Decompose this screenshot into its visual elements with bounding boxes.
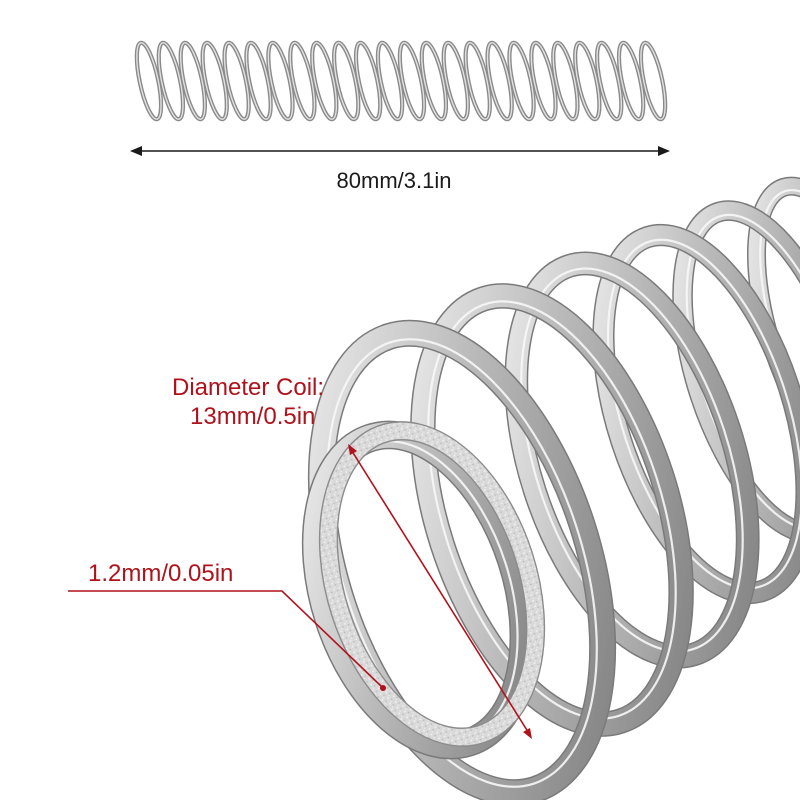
small-coil-highlight xyxy=(158,42,184,120)
small-coil-highlight xyxy=(399,42,425,120)
small-coil-highlight xyxy=(355,42,381,120)
closeup-coil xyxy=(673,201,800,543)
small-coil-highlight xyxy=(464,42,491,120)
closeup-coil xyxy=(593,225,800,603)
small-coil-highlight xyxy=(377,42,403,120)
ground-end-ring xyxy=(319,421,545,747)
wire-thickness-label: 1.2mm/0.05in xyxy=(88,560,234,587)
closeup-coil xyxy=(411,284,693,736)
closeup-coil-highlight xyxy=(520,267,744,653)
arrow-left-head xyxy=(130,146,142,156)
small-coil-highlight xyxy=(179,42,206,120)
small-coil-highlight xyxy=(267,42,294,120)
diameter-title-label: Diameter Coil: xyxy=(172,374,325,401)
small-coil-highlight xyxy=(333,42,360,120)
small-spring xyxy=(134,40,668,122)
ground-end-ring-outline xyxy=(318,421,546,747)
length-dimension-arrow xyxy=(130,146,670,156)
closeup-spring xyxy=(301,176,800,800)
small-coil-highlight xyxy=(223,42,250,120)
small-coil-highlight xyxy=(530,42,557,120)
small-coil-highlight xyxy=(486,42,513,120)
closeup-coil xyxy=(505,253,759,667)
small-coil-highlight xyxy=(618,42,644,120)
small-coil-highlight xyxy=(574,42,601,120)
small-coil-highlight xyxy=(442,42,469,120)
wire-leader-line xyxy=(68,590,386,691)
closeup-coil-highlight xyxy=(427,300,677,720)
small-coil-highlight xyxy=(596,42,623,120)
closeup-coil-highlight xyxy=(606,238,800,590)
length-label: 80mm/3.1in xyxy=(336,168,452,193)
small-coil-highlight xyxy=(201,42,228,120)
small-coil-highlight xyxy=(245,42,272,120)
closeup-coil-highlight xyxy=(326,338,598,788)
small-coil-highlight xyxy=(136,42,162,120)
diameter-dimension-line xyxy=(348,444,532,739)
arrow-right-head xyxy=(658,146,670,156)
small-coil-highlight xyxy=(640,42,666,120)
small-coil-highlight xyxy=(289,42,316,120)
small-coil-highlight xyxy=(311,42,338,120)
small-coil-highlight xyxy=(421,42,447,120)
small-coil-highlight xyxy=(552,42,579,120)
ground-end-ring-inner-outline xyxy=(336,439,528,729)
diameter-value-label: 13mm/0.5in xyxy=(190,403,316,430)
small-coil-highlight xyxy=(508,42,535,120)
